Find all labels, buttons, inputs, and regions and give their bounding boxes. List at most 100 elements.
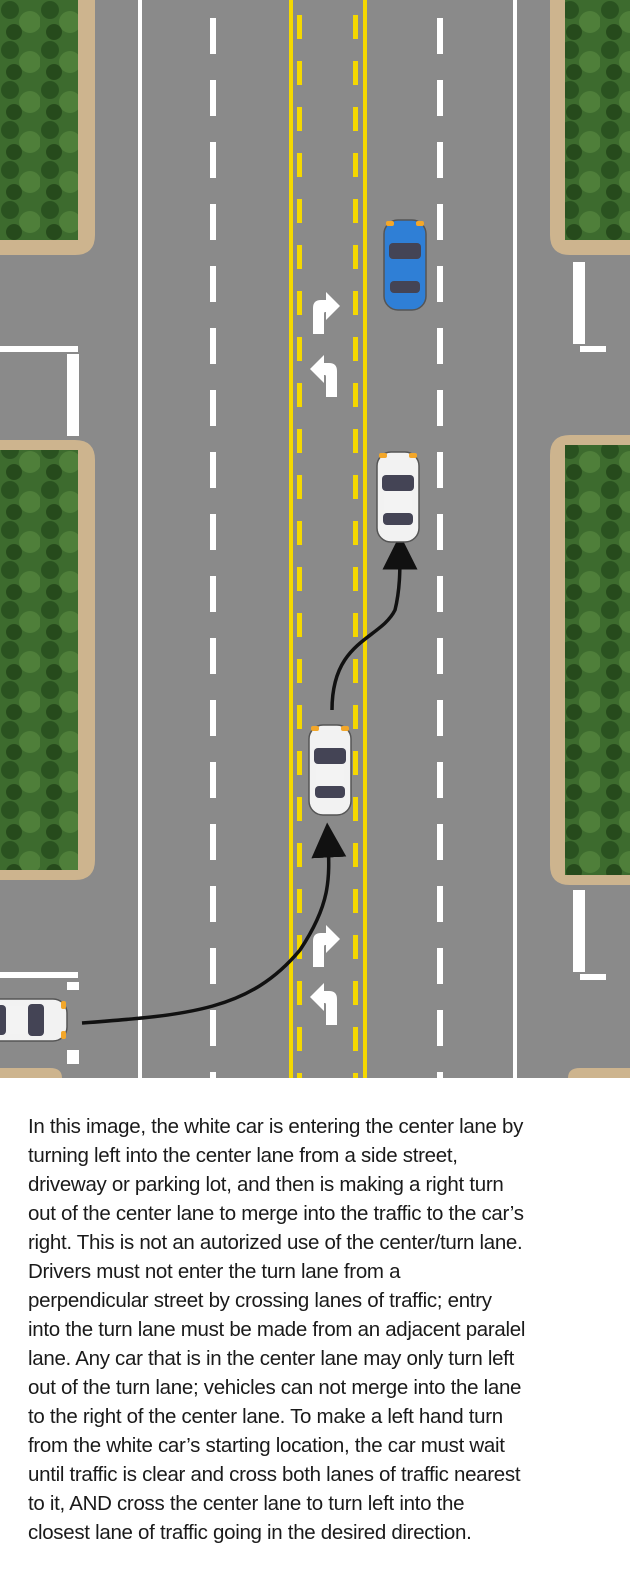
lane-dash xyxy=(210,824,216,860)
yellow-dash xyxy=(353,429,358,453)
caption-line: right. This is not an autorized use of t… xyxy=(28,1231,523,1254)
lane-dash xyxy=(437,700,443,736)
yellow-dash xyxy=(353,1027,358,1051)
caption-line: Drivers must not enter the turn lane fro… xyxy=(28,1260,401,1283)
yellow-dash xyxy=(353,1073,358,1078)
yellow-dash xyxy=(353,107,358,131)
yellow-dash xyxy=(353,199,358,223)
yellow-dash xyxy=(297,1073,302,1078)
caption-line: into the turn lane must be made from an … xyxy=(28,1318,526,1341)
caption-line: closest lane of traffic going in the des… xyxy=(28,1521,472,1544)
lane-dash xyxy=(210,576,216,612)
yellow-dash xyxy=(297,751,302,775)
left-edge-line xyxy=(138,0,142,1078)
left-roadside xyxy=(0,0,95,1078)
lane-dash xyxy=(437,824,443,860)
lane-dash xyxy=(210,18,216,54)
lane-dash xyxy=(437,576,443,612)
lane-dash xyxy=(210,266,216,302)
yellow-dash xyxy=(353,383,358,407)
yellow-dash xyxy=(297,153,302,177)
yellow-dash xyxy=(297,843,302,867)
caption-line: from the white car’s starting location, … xyxy=(28,1434,505,1457)
yellow-dash xyxy=(297,981,302,1005)
yellow-dash xyxy=(297,475,302,499)
yellow-dash xyxy=(353,153,358,177)
black-arrow-path xyxy=(81,822,347,1025)
lane-dash xyxy=(437,514,443,550)
lane-dash xyxy=(437,142,443,178)
yellow-dash xyxy=(297,15,302,39)
lane-dash xyxy=(210,700,216,736)
yellow-dash xyxy=(353,61,358,85)
lane-dash xyxy=(210,948,216,984)
yellow-dash xyxy=(353,659,358,683)
lane-dashes xyxy=(210,18,443,1078)
caption-line: out of the center lane to merge into the… xyxy=(28,1202,524,1225)
lane-dash xyxy=(437,638,443,674)
lane-dash xyxy=(210,328,216,364)
caption-line: to the right of the center lane. To make… xyxy=(28,1405,503,1428)
lane-dash xyxy=(437,452,443,488)
yellow-dash xyxy=(353,15,358,39)
lane-dash xyxy=(210,80,216,116)
yellow-dash xyxy=(353,521,358,545)
yellow-dash xyxy=(353,475,358,499)
lane-dash xyxy=(210,204,216,240)
asphalt xyxy=(0,0,630,1078)
yellow-dash xyxy=(297,429,302,453)
black-arrow-path xyxy=(330,534,418,711)
yellow-dash xyxy=(297,107,302,131)
lane-dash xyxy=(210,142,216,178)
yellow-dash xyxy=(353,613,358,637)
yellow-dash xyxy=(297,291,302,315)
yellow-dash xyxy=(297,61,302,85)
lane-dash xyxy=(210,514,216,550)
caption-line: turning left into the center lane from a… xyxy=(28,1144,458,1167)
lane-dash xyxy=(437,390,443,426)
lane-dash xyxy=(210,638,216,674)
lane-dash xyxy=(437,948,443,984)
yellow-dash xyxy=(353,889,358,913)
caption-line: to it, AND cross the center lane to turn… xyxy=(28,1492,465,1515)
yellow-dash xyxy=(353,843,358,867)
caption-line: perpendicular street by crossing lanes o… xyxy=(28,1289,492,1312)
yellow-dash xyxy=(353,705,358,729)
lane-dash xyxy=(437,328,443,364)
yellow-dash xyxy=(353,797,358,821)
lane-dash xyxy=(210,390,216,426)
blue-car xyxy=(383,219,427,311)
yellow-dash xyxy=(353,567,358,591)
yellow-dash xyxy=(297,1027,302,1051)
lane-dash xyxy=(437,1072,443,1078)
yellow-dash xyxy=(297,245,302,269)
yellow-dash xyxy=(297,889,302,913)
lane-dash xyxy=(437,18,443,54)
lane-dash xyxy=(210,452,216,488)
yellow-dash xyxy=(353,751,358,775)
yellow-dash xyxy=(297,797,302,821)
lane-dash xyxy=(437,762,443,798)
caption-line: out of the turn lane; vehicles can not m… xyxy=(28,1376,522,1399)
yellow-dash xyxy=(297,383,302,407)
lane-dash xyxy=(437,204,443,240)
yellow-dash xyxy=(297,521,302,545)
lane-dash xyxy=(210,886,216,922)
yellow-dash xyxy=(353,337,358,361)
caption-line: In this image, the white car is entering… xyxy=(28,1115,524,1138)
lane-dash xyxy=(437,886,443,922)
yellow-dash xyxy=(353,291,358,315)
right-edge-line xyxy=(513,0,517,1078)
white-car-start xyxy=(0,998,68,1042)
caption-line: lane. Any car that is in the center lane… xyxy=(28,1347,514,1370)
lane-dash xyxy=(437,1010,443,1046)
yellow-dash xyxy=(297,199,302,223)
right-roadside xyxy=(550,0,630,1078)
caption: In this image, the white car is entering… xyxy=(28,1112,628,1547)
lane-dash xyxy=(437,266,443,302)
road-diagram xyxy=(0,0,630,1078)
caption-line: until traffic is clear and cross both la… xyxy=(28,1463,521,1486)
center-turn-lane-markings xyxy=(289,0,367,1078)
yellow-dash xyxy=(297,659,302,683)
lane-dash xyxy=(210,762,216,798)
